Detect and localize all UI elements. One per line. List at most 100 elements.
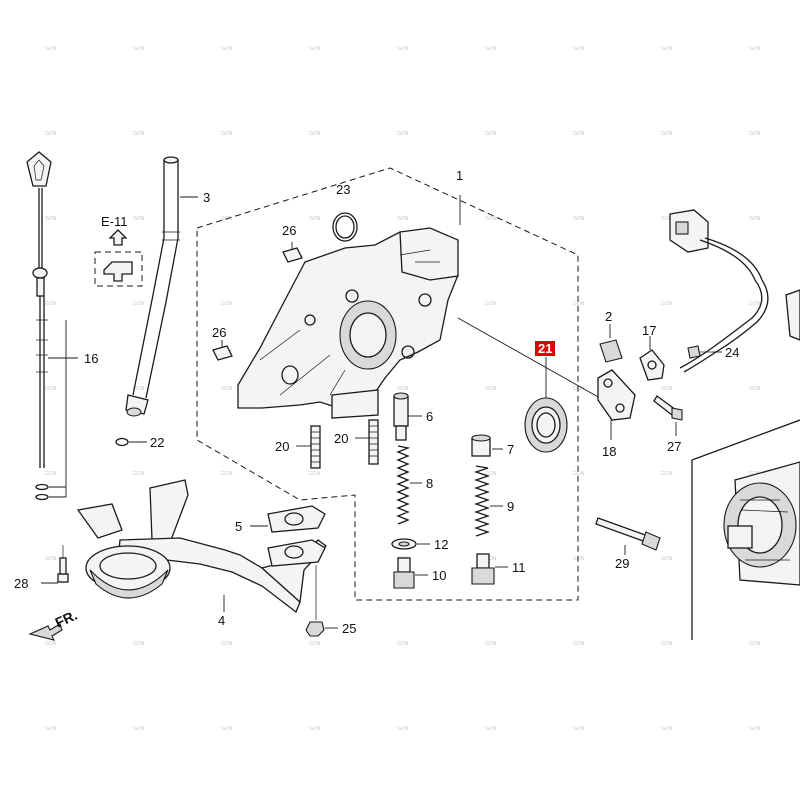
watermark-text: GON: [221, 471, 233, 477]
watermark-text: GON: [749, 641, 761, 647]
callout-7: 7: [507, 442, 514, 457]
watermark-text: GON: [749, 46, 761, 52]
watermark-text: GON: [221, 641, 233, 647]
watermark-text: GON: [573, 216, 585, 222]
watermark-text: GON: [573, 556, 585, 562]
watermark-text: GON: [221, 131, 233, 137]
collar-7[interactable]: [471, 434, 503, 457]
watermark-text: GON: [309, 46, 321, 52]
callout-3: 3: [203, 190, 210, 205]
plug-bolt-10[interactable]: [393, 557, 428, 589]
adjacent-assembly-frame: [691, 419, 800, 640]
bolt-24[interactable]: [687, 345, 722, 359]
plug-bolt-11[interactable]: [471, 553, 508, 585]
watermark-text: GON: [133, 726, 145, 732]
wire-harness[interactable]: [669, 209, 800, 373]
watermark-text: GON: [749, 216, 761, 222]
watermark-text: GON: [221, 46, 233, 52]
reference-e11: [94, 229, 143, 287]
dipstick[interactable]: [26, 151, 78, 501]
callout-26-lower: 26: [212, 325, 226, 340]
dowel-pin-26-upper[interactable]: [282, 242, 303, 263]
watermark-text: GON: [309, 216, 321, 222]
callout-12: 12: [434, 537, 448, 552]
watermark-text: GON: [661, 46, 673, 52]
oil-pressure-sensor-17[interactable]: [639, 336, 665, 381]
washer-12[interactable]: [391, 538, 430, 550]
watermark-text: GON: [133, 386, 145, 392]
watermark-text: GON: [485, 726, 497, 732]
watermark-text: GON: [397, 46, 409, 52]
watermark-text: GON: [485, 556, 497, 562]
o-ring-22[interactable]: [115, 437, 147, 447]
callout-17: 17: [642, 323, 656, 338]
callout-5: 5: [235, 519, 242, 534]
callout-22: 22: [150, 435, 164, 450]
watermark-text: GON: [397, 216, 409, 222]
callout-16: 16: [84, 351, 98, 366]
stud-bolt-20-right[interactable]: [355, 419, 379, 465]
assembly-boundary: [196, 167, 579, 601]
spring-9[interactable]: [473, 465, 503, 537]
watermark-text: GON: [485, 216, 497, 222]
watermark-text: GON: [45, 386, 57, 392]
watermark-text: GON: [45, 46, 57, 52]
callout-28: 28: [14, 576, 28, 591]
stud-bolt-20-left[interactable]: [296, 425, 321, 469]
callout-4: 4: [218, 613, 225, 628]
callout-20-left: 20: [275, 439, 289, 454]
nut-25[interactable]: [305, 565, 338, 637]
bolt-28[interactable]: [41, 545, 69, 584]
watermark-text: GON: [221, 386, 233, 392]
callout-23: 23: [336, 182, 350, 197]
watermark-text: GON: [573, 726, 585, 732]
watermark-text: GON: [309, 726, 321, 732]
gasket-5-upper[interactable]: [250, 505, 326, 533]
callout-20-right: 20: [334, 431, 348, 446]
oil-pump-body[interactable]: [237, 195, 601, 419]
callout-6: 6: [426, 409, 433, 424]
watermark-text: GON: [133, 301, 145, 307]
watermark-text: GON: [45, 216, 57, 222]
collar-2[interactable]: [599, 324, 623, 363]
bolt-29[interactable]: [595, 517, 661, 555]
relief-spring-8[interactable]: [396, 445, 422, 525]
watermark-text: GON: [661, 386, 673, 392]
watermark-text: GON: [397, 131, 409, 137]
watermark-text: GON: [661, 556, 673, 562]
watermark-text: GON: [749, 726, 761, 732]
watermark-text: GON: [661, 726, 673, 732]
gasket-5-lower[interactable]: [267, 539, 326, 567]
watermark-text: GON: [309, 641, 321, 647]
watermark-text: GON: [45, 301, 57, 307]
dipstick-tube[interactable]: [125, 156, 198, 417]
oil-seal-21[interactable]: [524, 357, 568, 453]
watermark-text: GON: [749, 386, 761, 392]
watermark-text: GON: [221, 726, 233, 732]
watermark-text: GON: [45, 556, 57, 562]
bolt-27[interactable]: [653, 395, 683, 436]
o-ring-23[interactable]: [332, 212, 358, 242]
callout-25: 25: [342, 621, 356, 636]
reference-e11-label: E-11: [101, 214, 128, 229]
bracket-18[interactable]: [597, 369, 636, 440]
callout-24: 24: [725, 345, 739, 360]
front-direction-label: FR.: [53, 607, 80, 631]
oil-strainer[interactable]: [76, 479, 327, 614]
watermark-text: GON: [45, 131, 57, 137]
watermark-text: GON: [485, 471, 497, 477]
watermark-text: GON: [573, 471, 585, 477]
callout-10: 10: [432, 568, 446, 583]
relief-valve-6[interactable]: [393, 392, 422, 441]
watermark-text: GON: [661, 471, 673, 477]
watermark-text: GON: [573, 46, 585, 52]
front-direction-indicator: [28, 623, 63, 641]
dowel-pin-26-lower[interactable]: [212, 340, 233, 361]
watermark-text: GON: [661, 216, 673, 222]
callout-18: 18: [602, 444, 616, 459]
watermark-text: GON: [661, 301, 673, 307]
watermark-text: GON: [133, 641, 145, 647]
watermark-text: GON: [45, 726, 57, 732]
watermark-text: GON: [45, 471, 57, 477]
